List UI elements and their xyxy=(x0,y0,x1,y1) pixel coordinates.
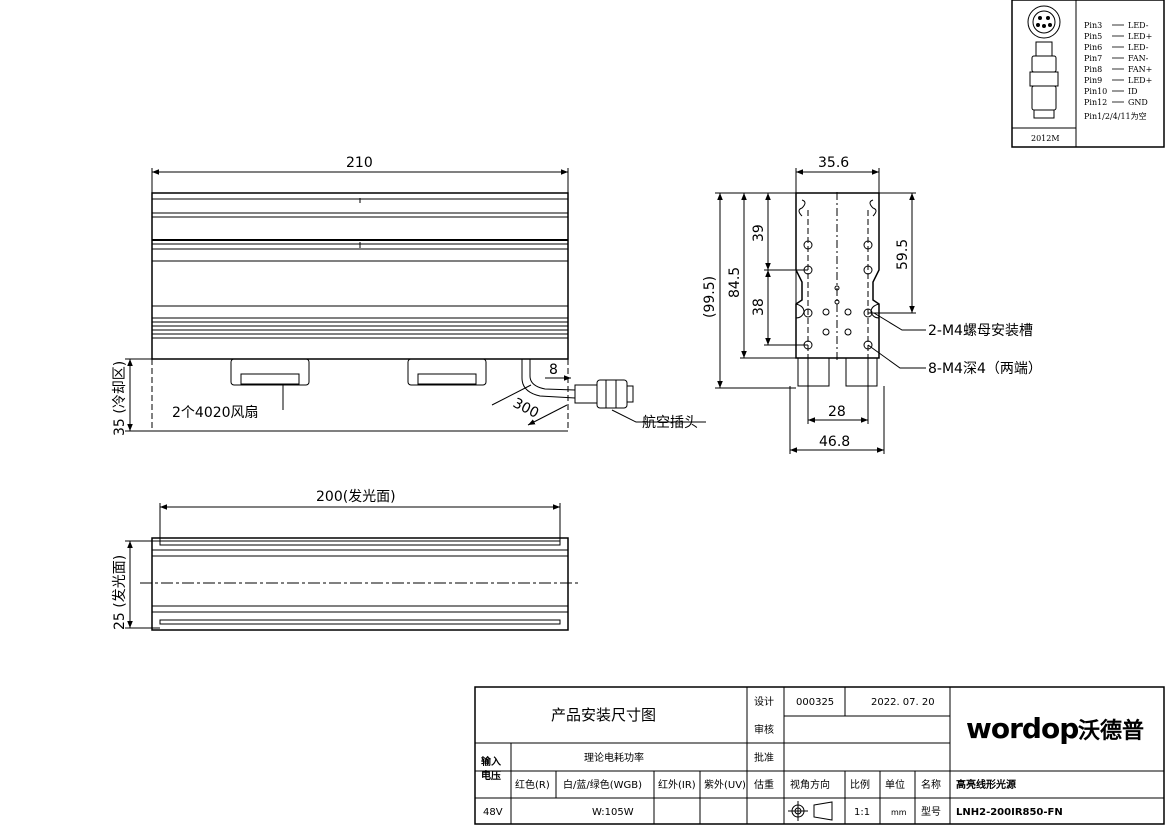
connector-model: 2012M xyxy=(1031,134,1060,143)
power-value: W:105W xyxy=(592,807,634,818)
dim-width-28: 28 xyxy=(828,404,846,420)
dim-cooling-zone: 35 (冷却区) xyxy=(112,361,128,436)
pin-signal: FAN+ xyxy=(1128,65,1152,74)
voltage-value: 48V xyxy=(483,807,503,818)
dim-height-84: 84.5 xyxy=(727,267,743,298)
dim-height-38: 38 xyxy=(751,298,767,316)
callout-connector: 航空插头 xyxy=(642,415,698,431)
pin-signal: GND xyxy=(1128,98,1148,107)
pin-signal: LED+ xyxy=(1128,32,1152,41)
brand-logo-cn: 沃德普 xyxy=(1078,718,1144,744)
title-block xyxy=(474,686,1165,825)
bottom-view xyxy=(125,503,580,631)
dim-width-top: 35.6 xyxy=(818,155,849,171)
pin-number: Pin8 xyxy=(1084,65,1102,74)
unit-label: 单位 xyxy=(885,778,905,791)
dim-emit-length: 200(发光面) xyxy=(316,489,396,505)
unit-value: mm xyxy=(891,808,907,817)
callout-screw-holes: 8-M4深4（两端） xyxy=(928,361,1042,377)
date-value: 2022. 07. 20 xyxy=(871,697,935,708)
pin-number: Pin10 xyxy=(1084,87,1107,96)
input-voltage-label-1: 输入 xyxy=(481,755,501,768)
dim-height-total: (99.5) xyxy=(702,276,718,318)
front-view xyxy=(125,168,706,432)
pin-number: Pin12 xyxy=(1084,98,1107,107)
pin-number: Pin3 xyxy=(1084,21,1102,30)
callout-nut-slot: 2-M4螺母安装槽 xyxy=(928,323,1033,339)
scale-label: 比例 xyxy=(850,778,870,791)
dim-cable-length: 300 xyxy=(510,395,541,421)
col-uv: 紫外(UV) xyxy=(704,779,746,791)
pin-signal: LED- xyxy=(1128,43,1149,52)
name-value: 高亮线形光源 xyxy=(956,778,1016,791)
design-value: 000325 xyxy=(796,697,834,708)
pin-signal: ID xyxy=(1128,87,1138,96)
review-label: 审核 xyxy=(754,723,774,736)
dim-width-46: 46.8 xyxy=(819,434,850,450)
brand-logo-latin: wordop xyxy=(966,712,1078,745)
design-label: 设计 xyxy=(754,695,774,708)
connector-box xyxy=(1011,0,1165,148)
dim-cable-offset: 8 xyxy=(549,362,558,378)
power-label: 理论电耗功率 xyxy=(584,751,644,764)
name-label: 名称 xyxy=(921,778,941,791)
view-label: 视角方向 xyxy=(790,778,830,791)
dim-overall-length: 210 xyxy=(346,155,373,171)
input-voltage-label-2: 电压 xyxy=(481,769,501,782)
pin-number: Pin9 xyxy=(1084,76,1102,85)
col-ir: 红外(IR) xyxy=(658,778,696,791)
dim-height-39: 39 xyxy=(751,224,767,242)
pin-number: Pin7 xyxy=(1084,54,1102,63)
dim-emit-height: 25 (发光面) xyxy=(112,555,128,630)
model-label: 型号 xyxy=(921,805,941,818)
dim-height-59: 59.5 xyxy=(895,239,911,270)
scale-value: 1:1 xyxy=(854,807,870,818)
pin-note: Pin1/2/4/11为空 xyxy=(1084,111,1147,121)
pin-number: Pin6 xyxy=(1084,43,1102,52)
pin-number: Pin5 xyxy=(1084,32,1102,41)
pin-signal: FAN- xyxy=(1128,54,1149,63)
approve-label: 批准 xyxy=(754,751,774,764)
col-red: 红色(R) xyxy=(515,778,550,791)
pin-signal: LED- xyxy=(1128,21,1149,30)
col-wbg: 白/蓝/绿色(WGB) xyxy=(563,778,642,791)
callout-fans: 2个4020风扇 xyxy=(172,405,259,421)
side-view xyxy=(715,168,926,454)
pin-signal: LED+ xyxy=(1128,76,1152,85)
weight-label: 估重 xyxy=(754,778,774,791)
model-value: LNH2-200IR850-FN xyxy=(956,807,1063,818)
drawing-title: 产品安装尺寸图 xyxy=(551,706,656,724)
